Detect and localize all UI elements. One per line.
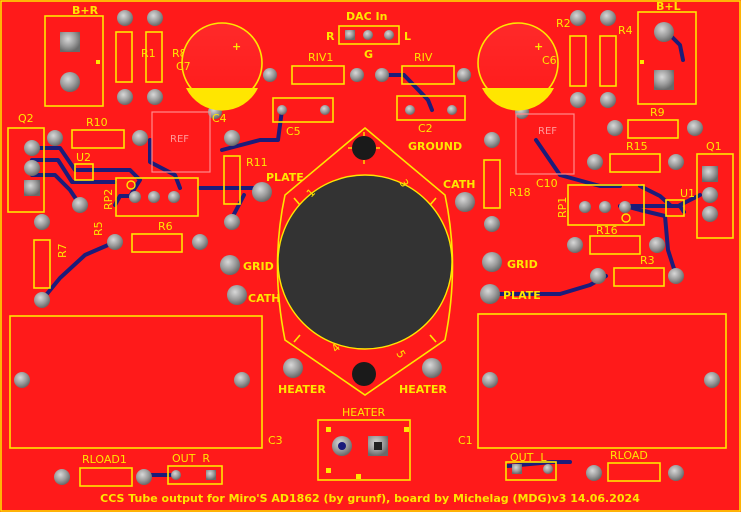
capacitor-c7: + C7 [176,22,263,111]
b-plus-r-connector [44,15,104,107]
label-riv: RIV [414,51,433,64]
tube-socket: 1 3 4 5 [276,126,454,396]
capacitor-c1 [477,313,727,449]
label-c5: C5 [286,125,301,138]
label-r: R [326,30,335,43]
label-grid-right: GRID [507,258,538,271]
label-plate-right: PLATE [503,289,541,302]
label-riv1: RIV1 [308,51,333,64]
label-r2: R2 [556,17,571,30]
label-ref-left: REF [170,134,189,145]
label-u2: U2 [76,151,91,164]
label-u1: U1 [680,187,695,200]
label-g: G [364,48,373,61]
label-c1: C1 [458,434,473,447]
label-rload1: RLOAD1 [82,453,127,466]
svg-text:+: + [232,40,241,53]
board-footer: CCS Tube output for Miro'S AD1862 (by gr… [100,492,640,505]
label-r11: R11 [246,156,268,169]
b-plus-l-connector [637,11,697,105]
label-dac-in: DAC In [346,10,387,23]
label-r5: R5 [92,221,105,236]
tube-body [277,174,453,350]
label-cath-right: CATH [443,178,475,191]
label-out-r: OUT R [172,452,210,465]
capacitor-c6: + C6 [477,22,559,111]
label-b-plus-l: B+L [656,0,681,13]
label-r3: R3 [640,254,655,267]
label-r9: R9 [650,106,665,119]
label-rp1: RP1 [556,197,569,218]
dac-in-header [338,25,400,45]
label-r4: R4 [618,24,633,37]
label-rp2: RP2 [102,189,115,210]
label-c7: C7 [176,60,191,73]
label-rload: RLOAD [610,449,648,462]
label-q2: Q2 [18,112,34,125]
label-c2: C2 [418,122,433,135]
label-r10: R10 [86,116,108,129]
label-heater-right: HEATER [399,383,447,396]
label-ground: GROUND [408,140,462,153]
heater-connector: HEATER [317,406,411,481]
label-r18: R18 [509,186,531,199]
label-r6: R6 [158,220,173,233]
label-l: L [404,30,411,43]
label-c10: C10 [536,177,558,190]
label-heater-conn: HEATER [342,406,386,419]
label-b-plus-r: B+R [72,4,99,17]
label-c3: C3 [268,434,283,447]
through-hole-pads [14,10,720,485]
label-plate-left: PLATE [266,171,304,184]
label-q1: Q1 [706,140,722,153]
label-r15: R15 [626,140,648,153]
label-r7: R7 [56,243,69,258]
svg-text:+: + [534,40,543,53]
label-c4: C4 [212,112,227,125]
label-r16: R16 [596,224,618,237]
label-heater-left: HEATER [278,383,326,396]
capacitor-c3 [9,315,263,449]
label-grid-left: GRID [243,260,274,273]
label-cath-left: CATH [248,292,280,305]
label-c6: C6 [542,54,557,67]
label-ref-right: REF [538,126,557,137]
label-out-l: OUT L [510,451,547,464]
label-r1: R1 [141,47,156,60]
